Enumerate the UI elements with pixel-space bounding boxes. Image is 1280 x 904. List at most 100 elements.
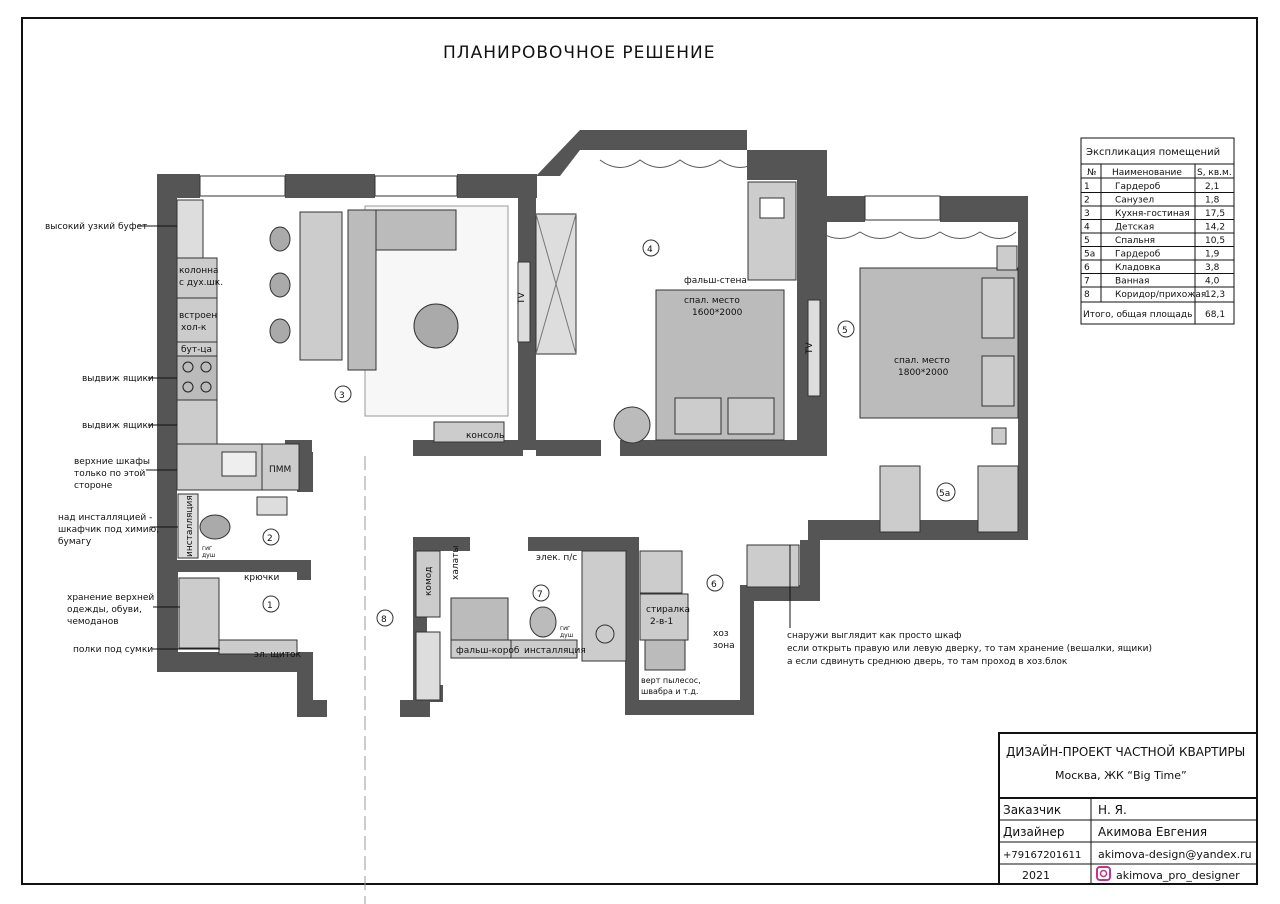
label-shower: душ	[202, 552, 215, 559]
designer-label: Дизайнер	[1003, 825, 1065, 839]
explication-header-area: S, кв.м.	[1197, 168, 1232, 178]
explication-room-name: Ванная	[1115, 277, 1149, 287]
label-wine: бут-ца	[181, 345, 212, 355]
callout-texts: высокий узкий буфет выдвиж ящики выдвиж …	[45, 222, 1152, 667]
label-column: колонна	[179, 266, 219, 276]
label-false-wall: фальш-стена	[684, 276, 747, 286]
bath-furniture	[415, 550, 627, 701]
explication-room-number: 8	[1084, 290, 1090, 300]
label-bed: спал. место	[684, 296, 740, 306]
explication-room-area: 4,0	[1205, 277, 1220, 287]
furniture-labels: колонна с дух.шк. встроен хол-к бут-ца П…	[179, 266, 950, 696]
explication-room-name: Гардероб	[1115, 250, 1161, 260]
room-number: 4	[647, 245, 653, 255]
explication-room-number: 4	[1084, 223, 1090, 233]
room-number: 2	[267, 534, 273, 544]
label-fridge: встроен	[179, 311, 217, 321]
label-hygienic: гиг	[560, 625, 570, 632]
explication-room-number: 5	[1084, 236, 1090, 246]
plan-title: ПЛАНИРОВОЧНОЕ РЕШЕНИЕ	[443, 43, 716, 63]
explication-room-area: 3,8	[1205, 263, 1220, 273]
explication-room-area: 12,3	[1205, 290, 1225, 300]
callout-installation: бумагу	[58, 537, 92, 547]
client-value: Н. Я.	[1098, 803, 1127, 817]
email: akimova-design@yandex.ru	[1098, 848, 1252, 861]
explication-room-area: 2,1	[1205, 182, 1219, 192]
designer-value: Акимова Евгения	[1098, 825, 1207, 839]
callout-closet: если открыть правую или левую дверку, то…	[787, 644, 1152, 654]
callout-closet: снаружи выглядит как просто шкаф	[787, 631, 962, 641]
label-installation: инсталляция	[185, 495, 195, 557]
label-tv: TV	[517, 292, 527, 305]
phone: +79167201611	[1003, 850, 1081, 861]
label-dresser: комод	[424, 567, 434, 596]
explication-room-name: Гардероб	[1115, 182, 1161, 192]
label-robes: халаты	[451, 546, 461, 580]
label-false-box: фальш-короб	[456, 646, 520, 656]
label-tv: TV	[805, 342, 815, 355]
callout-buffet: высокий узкий буфет	[45, 222, 147, 232]
explication-total-label: Итого, общая площадь	[1083, 310, 1192, 320]
label-hygienic: гиг	[202, 545, 212, 552]
windows	[199, 175, 941, 221]
label-bed: спал. место	[894, 356, 950, 366]
room-number: 3	[339, 391, 345, 401]
label-column: с дух.шк.	[179, 278, 223, 288]
bedroom-furniture	[807, 231, 1019, 533]
explication-room-area: 1,9	[1205, 250, 1220, 260]
room-number: 1	[267, 601, 273, 611]
explication-room-name: Кладовка	[1115, 263, 1161, 273]
explication-room-number: 1	[1084, 182, 1090, 192]
label-vacuum: швабра и т.д.	[641, 687, 698, 696]
callout-installation: шкафчик под химию,	[58, 525, 159, 535]
explication-room-number: 5а	[1084, 250, 1095, 260]
label-bed: 1600*2000	[692, 308, 743, 318]
project-name: ДИЗАЙН-ПРОЕКТ ЧАСТНОЙ КВАРТИРЫ	[1006, 744, 1245, 759]
label-electric: элек. п/с	[536, 553, 577, 563]
callouts	[138, 225, 791, 650]
nursery-furniture	[535, 159, 797, 444]
label-utility: зона	[713, 641, 735, 651]
label-utility: хоз	[713, 629, 729, 639]
room-number: 8	[381, 615, 387, 625]
room-number: 7	[537, 590, 543, 600]
label-hooks: крючки	[244, 573, 279, 583]
explication-room-number: 2	[1084, 196, 1090, 206]
label-fridge: хол-к	[181, 323, 207, 333]
explication-title: Экспликация помещений	[1086, 147, 1220, 158]
callout-upper: стороне	[74, 481, 113, 491]
callout-storage: чемоданов	[67, 617, 119, 627]
label-console: консоль	[466, 431, 504, 441]
callout-closet: а если сдвинуть среднюю дверь, то там пр…	[787, 657, 1068, 667]
room-numbers: 1 2 3 4 5 5а 6 7 8	[262, 239, 956, 627]
explication-room-number: 3	[1084, 209, 1090, 219]
label-dishwasher: ПММ	[269, 465, 291, 475]
callout-storage: хранение верхней	[67, 593, 154, 603]
callout-storage: одежды, обуви,	[67, 605, 142, 615]
explication-room-area: 14,2	[1205, 223, 1225, 233]
explication-total-value: 68,1	[1205, 310, 1225, 320]
room-number: 6	[711, 580, 717, 590]
explication-room-name: Детская	[1115, 223, 1154, 233]
label-shower: душ	[560, 632, 573, 639]
wc-furniture	[177, 493, 298, 655]
explication-header-name: Наименование	[1112, 168, 1182, 178]
room-number: 5	[842, 326, 848, 336]
label-washer: 2-в-1	[650, 617, 673, 627]
callout-drawers: выдвиж ящики	[82, 374, 154, 384]
explication-header-no: №	[1087, 168, 1096, 178]
explication-room-name: Санузел	[1115, 196, 1154, 206]
storage-furniture	[639, 544, 800, 671]
explication-room-area: 1,8	[1205, 196, 1220, 206]
label-washer: стиралка	[646, 605, 690, 615]
callout-drawers: выдвиж ящики	[82, 421, 154, 431]
instagram-icon	[1096, 866, 1111, 881]
client-label: Заказчик	[1003, 803, 1061, 817]
label-installation: инсталляция	[524, 646, 586, 656]
explication-room-number: 7	[1084, 277, 1090, 287]
explication-room-area: 10,5	[1205, 236, 1225, 246]
explication-room-name: Спальня	[1115, 236, 1155, 246]
title-block: ДИЗАЙН-ПРОЕКТ ЧАСТНОЙ КВАРТИРЫ Москва, Ж…	[998, 732, 1258, 885]
explication-room-number: 6	[1084, 263, 1090, 273]
